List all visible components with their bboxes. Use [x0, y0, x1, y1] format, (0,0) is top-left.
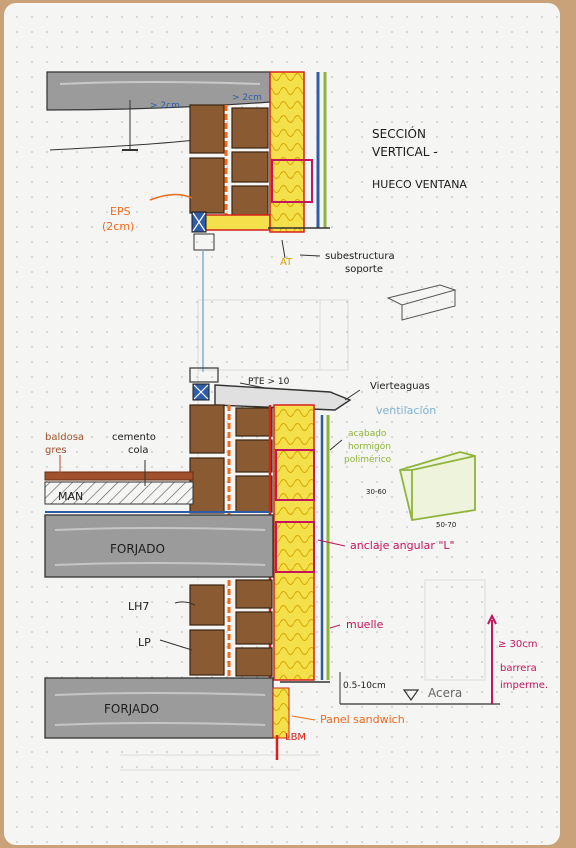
anchor-bracket-1	[275, 449, 315, 501]
vierteaguas-label: Vierteaguas	[370, 381, 430, 392]
acabado-label: acabado	[348, 429, 387, 439]
dim-2cm-b: > 2cm	[232, 93, 262, 103]
level-marker-icon	[402, 689, 420, 702]
hormigon-label: hormigón	[348, 441, 391, 452]
ventilacion-label: ventilación	[376, 404, 436, 417]
at-label: AT	[280, 257, 293, 268]
dim-2cm-a: > 2cm	[150, 101, 180, 111]
lp-label: LP	[138, 636, 151, 649]
mortar-layer	[44, 481, 194, 505]
forjado-top-label: FORJADO	[110, 542, 165, 556]
top-slab	[46, 71, 271, 111]
polimerico-label: polimérico	[344, 454, 392, 465]
sill-vierteaguas	[214, 384, 352, 411]
muelle-label: muelle	[346, 618, 384, 631]
pte-label: PTE > 10	[248, 377, 290, 387]
panel-dim-height: 30-60	[366, 488, 386, 496]
lower-brick-wall	[189, 579, 273, 678]
lbm-label: LBM	[285, 732, 306, 743]
cola-label: cola	[128, 445, 149, 456]
panel-dim-width: 50-70	[436, 521, 456, 529]
lh7-label: LH7	[128, 600, 149, 613]
top-anchor-bracket	[271, 159, 313, 203]
middle-slab	[44, 514, 274, 578]
title-line-1: SECCIÓN	[372, 126, 426, 141]
gres-label: gres	[45, 445, 67, 456]
middle-brick-wall	[189, 404, 273, 515]
top-insulation	[269, 71, 305, 233]
soporte-label: soporte	[345, 264, 383, 275]
anclaje-label: anclaje angular "L"	[350, 539, 455, 552]
gap-dimension-label: 0.5-10cm	[343, 681, 386, 691]
panel-sandwich	[272, 687, 290, 739]
concrete-panel-sketch	[398, 451, 476, 522]
baldosa-label: baldosa	[45, 432, 84, 443]
impermeable-label: imperme.	[500, 680, 548, 691]
bottom-window-frame-top	[189, 367, 219, 383]
cemento-label: cemento	[112, 432, 156, 443]
bottom-slab	[44, 677, 274, 739]
small-detail-sketch	[386, 284, 457, 321]
acera-label: Acera	[428, 686, 462, 700]
forjado-bottom-label: FORJADO	[104, 702, 159, 716]
eps-thickness: (2cm)	[102, 220, 134, 233]
title-line-2: VERTICAL -	[372, 145, 438, 159]
man-label: MAN	[58, 490, 83, 503]
anchor-bracket-2	[275, 521, 315, 573]
panel-sandwich-label: Panel sandwich	[320, 713, 405, 726]
leader-lines	[59, 193, 361, 721]
tile-floor	[44, 471, 194, 481]
top-brick-wall	[189, 104, 271, 231]
barrera-label: barrera	[500, 663, 537, 674]
barrera-dim-label: ≥ 30cm	[498, 639, 538, 650]
ceiling-line	[49, 139, 196, 151]
title-line-3: HUECO VENTANA	[372, 178, 467, 191]
eps-label: EPS	[110, 205, 131, 218]
subestructura-label: subestructura	[325, 251, 395, 262]
